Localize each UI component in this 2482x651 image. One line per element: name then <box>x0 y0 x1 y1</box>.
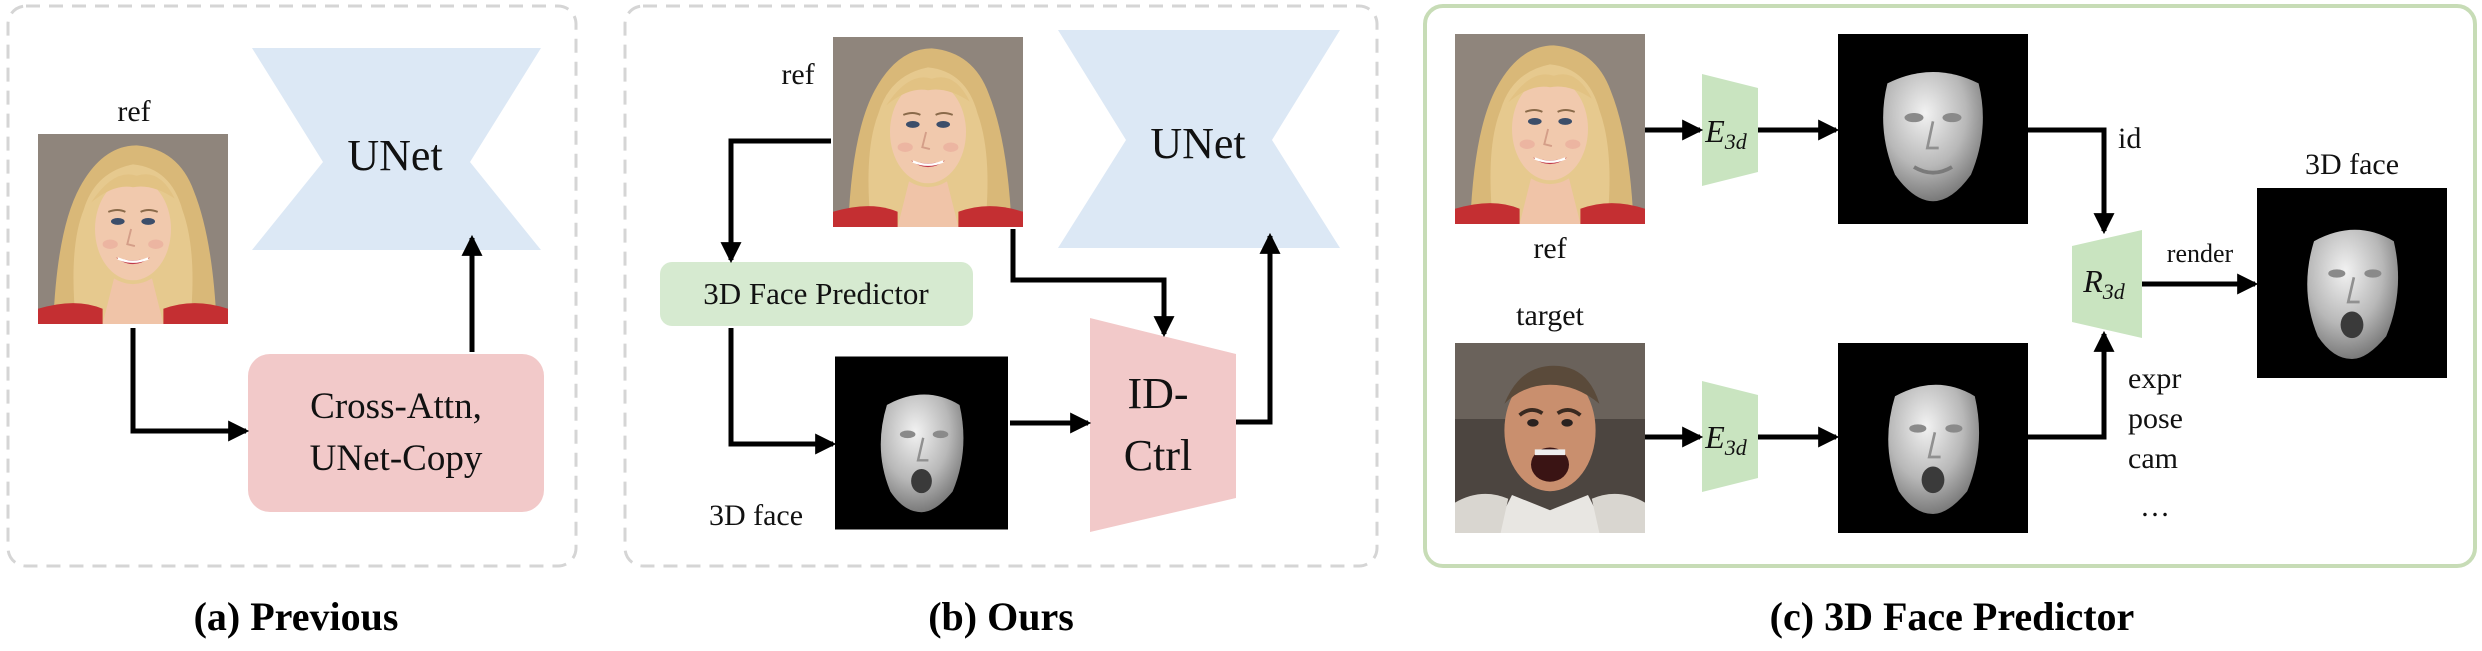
panel-c-id-label: id <box>2118 122 2141 155</box>
panel-b-arrow-predictor-to-face <box>728 328 837 455</box>
renderer-base: R <box>2082 263 2103 299</box>
panel-c-arrow-id-to-renderer <box>2028 127 2115 235</box>
panel-a-caption: (a) Previous <box>194 594 399 639</box>
panel-c-renderer-label: R3d <box>2082 263 2126 304</box>
encoder-top-sub: 3d <box>1724 129 1748 154</box>
panel-c-ref-image <box>1455 34 1645 224</box>
panel-c-arrow-params-to-renderer <box>2028 330 2115 440</box>
panel-c-encoder-bottom-label: E3d <box>1704 419 1748 460</box>
panel-c-output-mesh <box>2257 188 2447 378</box>
panel-b-predictor-label: 3D Face Predictor <box>703 276 929 311</box>
panel-a-module-box <box>248 354 544 512</box>
panel-a-unet-label: UNet <box>347 131 442 180</box>
panel-b-unet-shape <box>1058 30 1340 248</box>
panel-c-caption: (c) 3D Face Predictor <box>1770 594 2135 639</box>
panel-b-ref-image <box>833 37 1023 227</box>
panel-a-module-line1: Cross-Attn, <box>310 386 482 427</box>
panel-b-face-label: 3D face <box>709 499 803 532</box>
panel-b-frame <box>623 4 1379 568</box>
renderer-sub: 3d <box>2102 279 2126 304</box>
panel-b-unet-label: UNet <box>1150 119 1245 168</box>
panel-b-caption: (b) Ours <box>928 594 1074 639</box>
panel-b-face-image <box>835 355 1008 531</box>
panel-c-ref-label: ref <box>1533 232 1566 265</box>
panel-c-output-label: 3D face <box>2305 148 2399 181</box>
panel-c-param-expr: expr <box>2128 362 2181 395</box>
panel-b-idctrl-line2: Ctrl <box>1124 431 1192 480</box>
encoder-bottom-base: E <box>1704 419 1725 455</box>
panel-a-module-line2: UNet-Copy <box>310 438 483 479</box>
panel-c-param-pose: pose <box>2128 402 2183 435</box>
panel-b-predictor-box <box>660 262 973 326</box>
panel-a-arrow-ref-to-module <box>130 328 250 442</box>
panel-c-target-image <box>1455 343 1645 533</box>
panel-b-idctrl-shape <box>1090 318 1236 532</box>
panel-a-ref-image <box>38 134 228 324</box>
panel-c-encoder-top <box>1702 74 1758 186</box>
panel-c-render-label: render <box>2167 239 2234 268</box>
panel-c-mesh-expr <box>1838 343 2028 533</box>
panel-b-idctrl-line1: ID- <box>1127 369 1188 418</box>
panel-c-param-cam: cam <box>2128 442 2178 475</box>
panel-c-encoder-bottom <box>1702 381 1758 492</box>
panel-b-arrow-idctrl-to-unet <box>1236 232 1281 425</box>
panel-b-arrow-ref-to-idctrl <box>1010 229 1175 338</box>
encoder-top-base: E <box>1704 113 1725 149</box>
panel-a-ref-label: ref <box>117 95 150 128</box>
panel-c-frame <box>1423 4 2477 568</box>
panel-c-encoder-top-label: E3d <box>1704 113 1748 154</box>
panel-c-param-etc: … <box>2140 490 2170 523</box>
panel-c-mesh-id <box>1838 34 2028 224</box>
panel-c-target-label: target <box>1516 299 1584 332</box>
panel-b-ref-label: ref <box>781 58 814 91</box>
encoder-bottom-sub: 3d <box>1724 435 1748 460</box>
panel-c-renderer-shape <box>2072 230 2142 338</box>
panel-a-frame <box>6 4 578 568</box>
panel-b-arrow-ref-to-predictor <box>720 138 831 264</box>
panel-a-unet-shape <box>252 48 541 250</box>
